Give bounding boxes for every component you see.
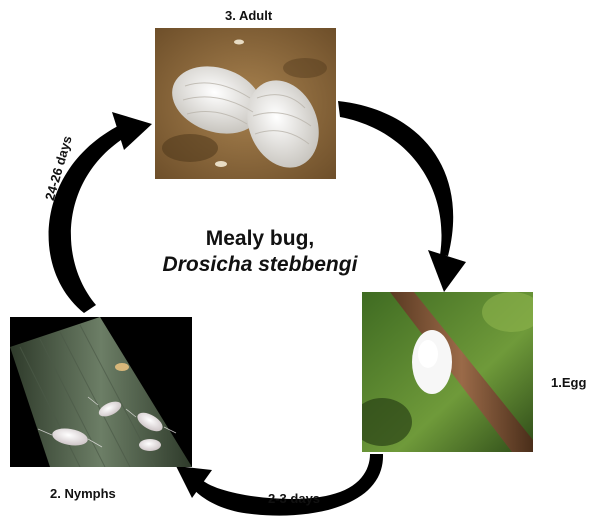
title-common-name: Mealy bug, bbox=[150, 226, 370, 252]
stage-label-adult: 3. Adult bbox=[225, 8, 272, 23]
arrow-egg-to-nymph bbox=[190, 454, 383, 516]
arrowhead-nymph-to-adult bbox=[112, 112, 152, 150]
arrowhead-adult-to-egg bbox=[428, 250, 466, 292]
duration-label-2-3-days: 2-3 days bbox=[268, 491, 320, 506]
stage-label-egg: 1.Egg bbox=[551, 375, 586, 390]
diagram-title: Mealy bug, Drosicha stebbengi bbox=[150, 226, 370, 278]
adult-photo bbox=[155, 28, 336, 179]
stage-label-nymphs: 2. Nymphs bbox=[50, 486, 116, 501]
egg-photo bbox=[362, 292, 533, 452]
nymphs-photo bbox=[10, 317, 192, 467]
title-species-name: Drosicha stebbengi bbox=[150, 252, 370, 278]
